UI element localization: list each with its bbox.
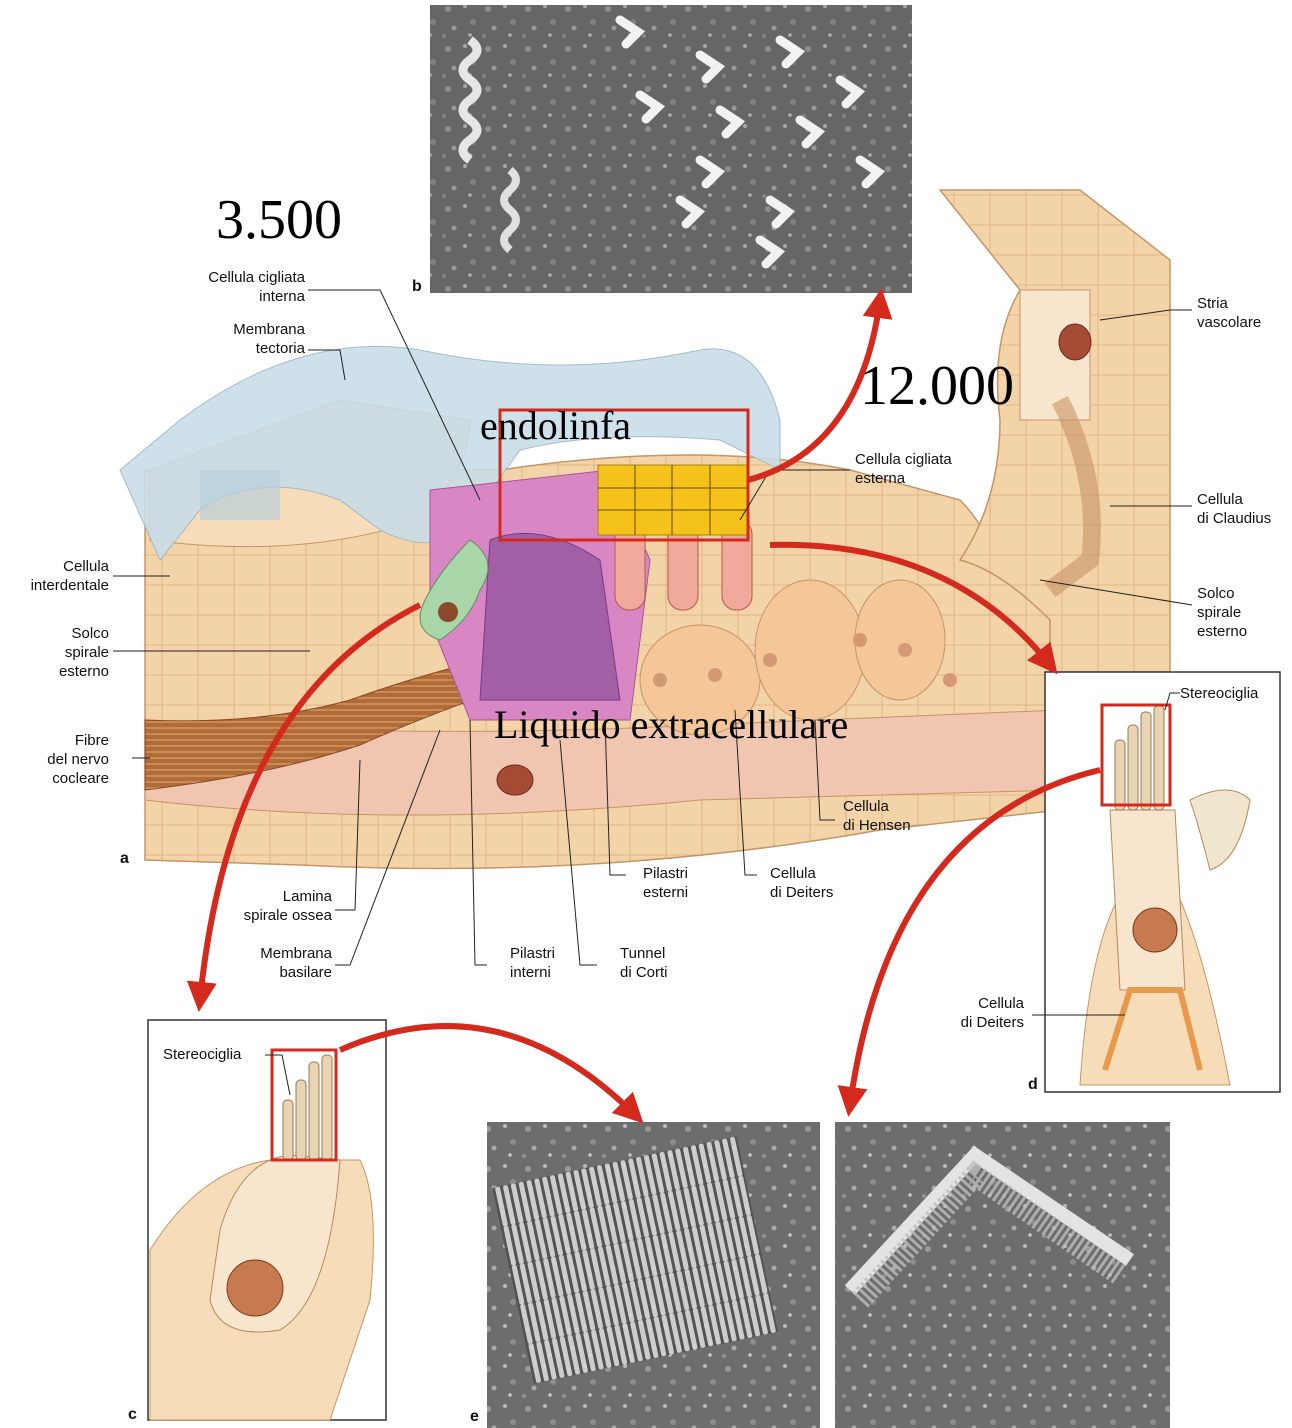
panel-letter-e: e bbox=[470, 1408, 479, 1426]
label-stereocilia-c: Stereociglia bbox=[163, 1045, 241, 1064]
panel-letter-d: d bbox=[1028, 1076, 1038, 1094]
magnification-left: 3.500 bbox=[216, 192, 342, 248]
sem-panel-b bbox=[430, 5, 912, 293]
hair-cell-panel-c bbox=[148, 1020, 386, 1420]
sem-panel-e bbox=[487, 1122, 1170, 1428]
panel-letter-b: b bbox=[412, 278, 422, 296]
panel-letter-c: c bbox=[128, 1406, 137, 1424]
endolymph-label: endolinfa bbox=[480, 406, 631, 446]
magnification-right: 12.000 bbox=[860, 358, 1014, 414]
panel-letter-a: a bbox=[120, 850, 129, 868]
extracellular-label: Liquido extracellulare bbox=[494, 705, 848, 745]
label-stereocilia-d: Stereociglia bbox=[1180, 684, 1258, 703]
hair-cell-panel-d bbox=[1045, 672, 1280, 1092]
